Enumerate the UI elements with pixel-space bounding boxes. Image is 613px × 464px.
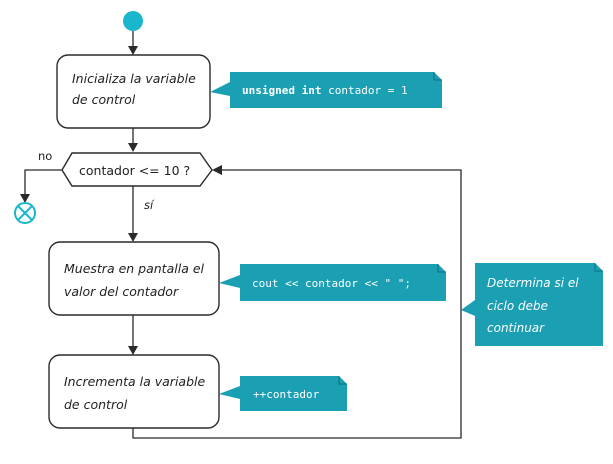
node-print-line1: Muestra en pantalla el bbox=[64, 261, 205, 276]
note-loop-fold bbox=[594, 263, 603, 272]
node-increment-line2: de control bbox=[64, 397, 128, 412]
arrowhead bbox=[128, 233, 138, 242]
note-loop-line2: ciclo debe bbox=[487, 299, 548, 313]
note-init bbox=[230, 72, 442, 108]
note-increment-code: ++contador bbox=[253, 388, 320, 401]
note-loop bbox=[475, 263, 603, 346]
node-increment-line1: Incrementa la variable bbox=[64, 374, 205, 389]
node-print bbox=[48, 241, 220, 316]
edge-no-label: no bbox=[38, 149, 52, 163]
note-increment bbox=[240, 376, 347, 411]
note-increment-fold bbox=[338, 376, 347, 385]
edge-decision-end bbox=[24, 169, 62, 200]
arrowhead bbox=[128, 346, 138, 355]
note-loop-pointer bbox=[461, 300, 475, 316]
note-print bbox=[240, 264, 446, 301]
note-init-pointer bbox=[210, 82, 230, 96]
flow-final-icon bbox=[14, 202, 36, 224]
note-init-fold bbox=[433, 72, 442, 81]
note-print-pointer bbox=[219, 275, 240, 288]
node-decision-label: contador <= 10 ? bbox=[79, 163, 190, 178]
note-init-code: unsigned int contador = 1 bbox=[242, 84, 408, 97]
arrowhead bbox=[212, 165, 222, 175]
note-print-code: cout << contador << " "; bbox=[252, 277, 411, 290]
edge-yes-label: sí bbox=[144, 198, 155, 212]
arrowhead bbox=[128, 143, 138, 152]
note-init-keyword: unsigned int bbox=[242, 84, 321, 97]
arrowhead bbox=[20, 194, 30, 203]
node-print-line2: valor del contador bbox=[64, 284, 179, 299]
note-init-rest: contador = 1 bbox=[321, 84, 407, 97]
arrowhead bbox=[128, 46, 138, 55]
node-increment bbox=[48, 354, 220, 429]
note-increment-pointer bbox=[219, 386, 240, 399]
note-print-fold bbox=[437, 264, 446, 273]
start-node-icon bbox=[123, 11, 143, 31]
node-init-line1: Inicializa la variable bbox=[72, 71, 196, 86]
note-loop-line1: Determina si el bbox=[487, 276, 579, 290]
node-init-line2: de control bbox=[72, 92, 136, 107]
note-loop-line3: continuar bbox=[487, 321, 545, 335]
edge-loop-back bbox=[132, 169, 462, 439]
